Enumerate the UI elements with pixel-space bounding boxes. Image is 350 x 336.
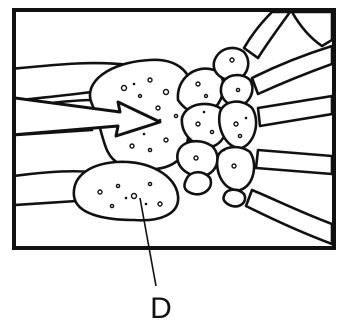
carpal-pisiform xyxy=(184,172,210,194)
carpal-hamate xyxy=(217,147,254,190)
carpal-small xyxy=(223,190,245,207)
label-d: D xyxy=(146,292,176,326)
